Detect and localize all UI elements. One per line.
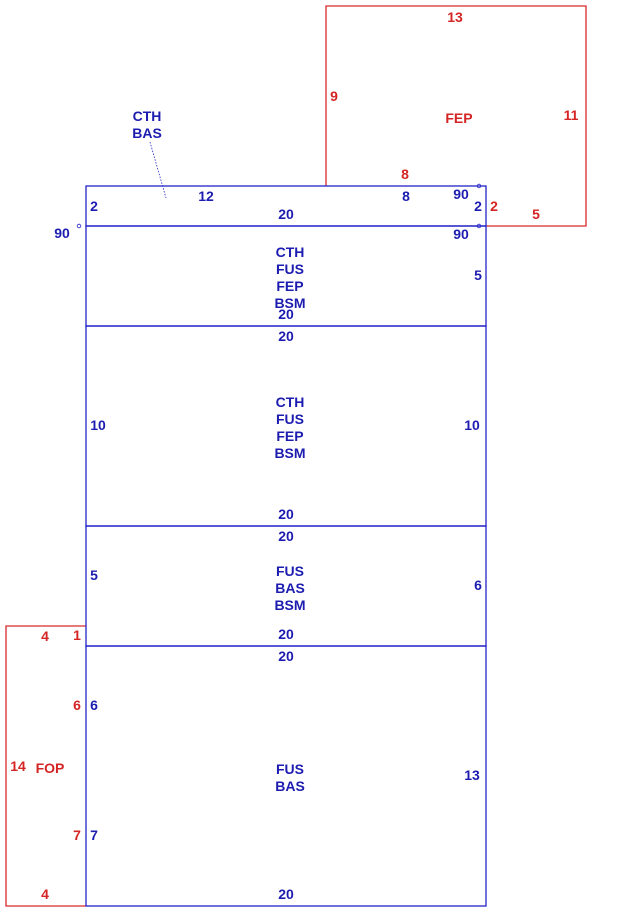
room3-dim-right: 6: [474, 577, 482, 593]
fop-dim-top-right: 1: [73, 627, 81, 643]
angle-right-bottom: 90: [453, 226, 469, 242]
angle-marker-left: [76, 223, 82, 229]
callout-leader: [149, 141, 167, 199]
fep-dim-right: 11: [564, 107, 579, 123]
fep-dim-bottom-a: 8: [401, 166, 409, 182]
room2-code: FEP: [276, 428, 303, 444]
room3-dim-bottom: 20: [278, 626, 294, 642]
fop-dim-bottom: 4: [41, 886, 49, 902]
strip-dim-left: 2: [90, 198, 98, 214]
angle-left: 90: [54, 225, 70, 241]
room1-code: FEP: [276, 278, 303, 294]
room4-dim-top: 20: [278, 648, 294, 664]
room3-code: BAS: [275, 580, 305, 596]
rooms: [85, 185, 487, 907]
room4-dim-left-a: 6: [90, 697, 98, 713]
room2-dim-bottom: 20: [278, 506, 294, 522]
callout-code: BAS: [132, 125, 162, 141]
room4-code: BAS: [275, 778, 305, 794]
strip-dim-bottom: 20: [278, 206, 294, 222]
room1-code: BSM: [274, 295, 305, 311]
fop-box-outline: [5, 625, 86, 907]
room4-dim-bottom: 20: [278, 886, 294, 902]
fop-dim-left: 14: [10, 758, 26, 774]
fep-box-name: FEP: [445, 110, 472, 126]
fep-dim-right-small: 2: [490, 198, 498, 214]
room4-code: FUS: [276, 761, 304, 777]
strip-dim-top-a: 12: [198, 188, 214, 204]
fep-dim-left: 9: [330, 88, 338, 104]
fop-box-name: FOP: [36, 760, 65, 776]
fep-dim-bottom-b: 5: [532, 206, 540, 222]
angle-marker-right-top: [476, 183, 482, 189]
fop-dim-side-a: 6: [73, 697, 81, 713]
fop-box: [5, 625, 86, 907]
fep-box: [325, 5, 587, 227]
room1-code: CTH: [276, 244, 305, 260]
angle-marker-right-bottom: [476, 223, 482, 229]
room4-outline: [85, 645, 487, 907]
room2-code: BSM: [274, 445, 305, 461]
room2-code: FUS: [276, 411, 304, 427]
room3-code: FUS: [276, 563, 304, 579]
room3-dim-top: 20: [278, 528, 294, 544]
fep-dim-top: 13: [447, 9, 463, 25]
fop-dim-side-b: 7: [73, 827, 81, 843]
room1-dim-bottom: 20: [278, 306, 294, 322]
room2-dim-top: 20: [278, 328, 294, 344]
callout-code: CTH: [133, 108, 162, 124]
room3-code: BSM: [274, 597, 305, 613]
fep-box-outline: [325, 5, 587, 227]
room1-dim-right: 5: [474, 267, 482, 283]
room1-code: FUS: [276, 261, 304, 277]
room3-dim-left: 5: [90, 567, 98, 583]
room2-dim-left: 10: [90, 417, 106, 433]
strip-dim-right: 2: [474, 198, 482, 214]
fop-dim-top: 4: [41, 628, 49, 644]
room4-dim-right: 13: [464, 767, 480, 783]
room2-dim-right: 10: [464, 417, 480, 433]
angle-right-top: 90: [453, 186, 469, 202]
room4-dim-left-b: 7: [90, 827, 98, 843]
strip-dim-top-b: 8: [402, 188, 410, 204]
room2-code: CTH: [276, 394, 305, 410]
